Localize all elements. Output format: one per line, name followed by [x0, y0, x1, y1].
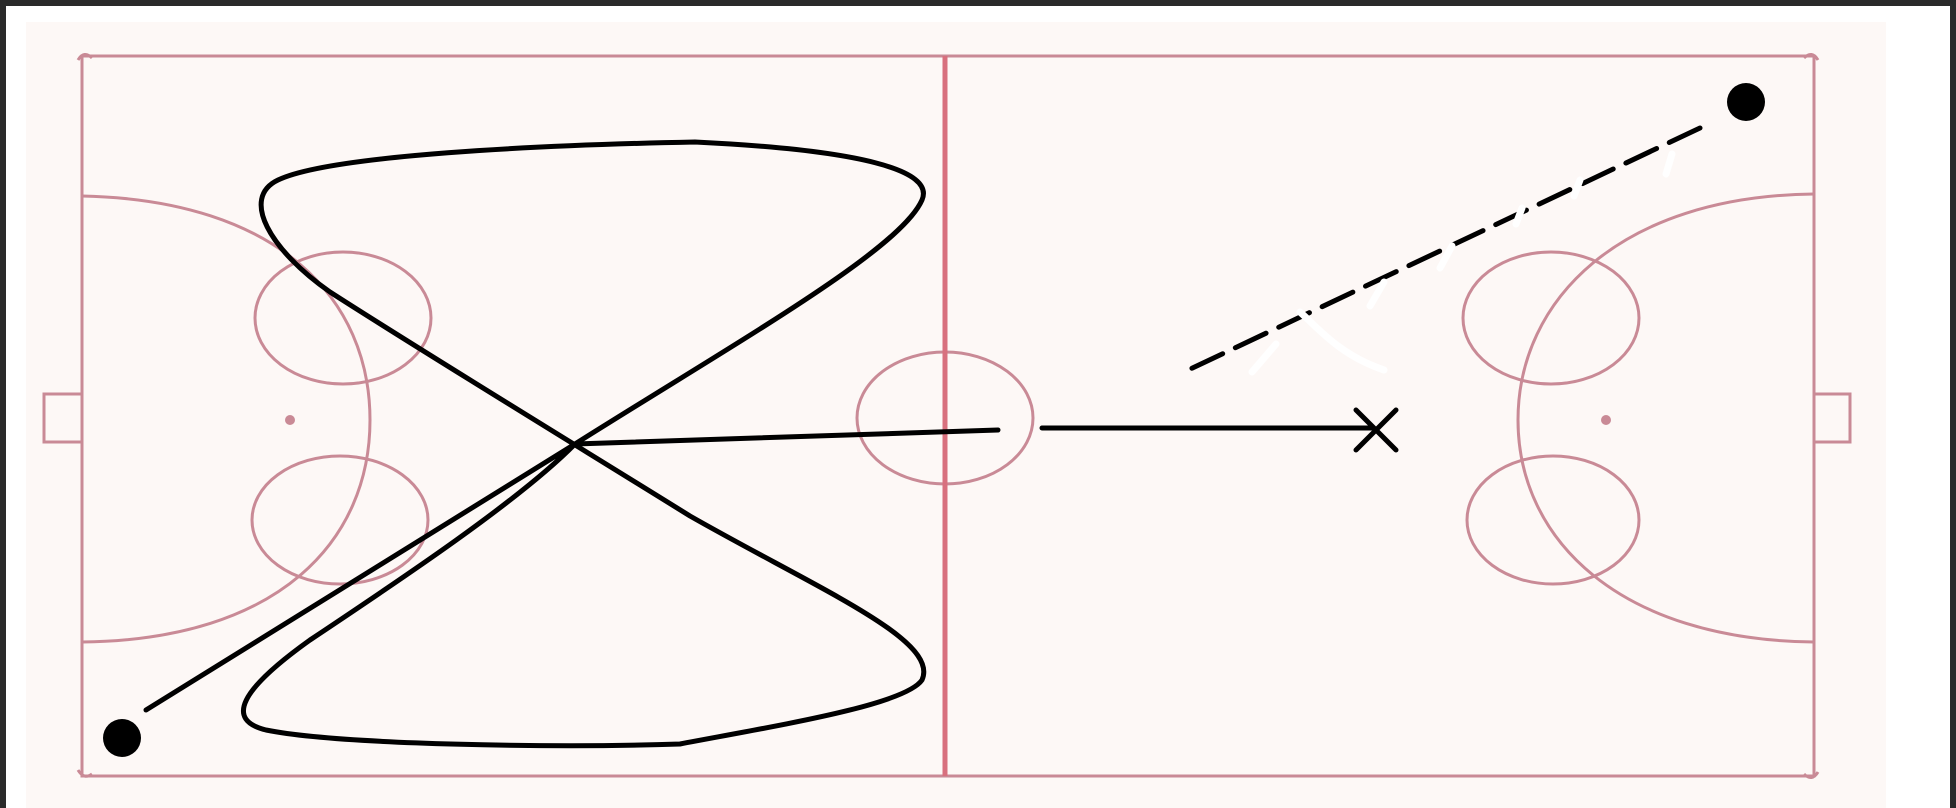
zone-arc-right	[1516, 192, 1815, 644]
faceoff-dot-right	[1601, 415, 1611, 425]
erased-stroke-7	[1662, 150, 1676, 178]
erased-stroke-3	[1366, 278, 1388, 310]
faceoff-circle-right-top	[1461, 250, 1641, 386]
shot-target-x-stroke-2	[1353, 407, 1399, 453]
erased-stroke-4	[1436, 242, 1456, 272]
erased-stroke-5	[1512, 204, 1526, 228]
start-player-dot	[103, 719, 141, 757]
erased-stroke-1	[1248, 340, 1280, 376]
rink-surface	[26, 22, 1886, 808]
end-player-dot	[1727, 83, 1765, 121]
faceoff-circle-left-bottom	[250, 454, 430, 586]
corner-mark-bottom-left	[76, 769, 93, 778]
skate-path	[143, 139, 927, 749]
corner-mark-top-right	[1802, 53, 1820, 61]
erased-stroke-2	[1296, 308, 1388, 374]
corner-mark-bottom-right	[1802, 771, 1820, 779]
goal-right	[1812, 392, 1852, 444]
skate-path-to-center	[572, 427, 1001, 447]
faceoff-circle-left-top	[253, 250, 433, 386]
faceoff-dot-left	[285, 415, 295, 425]
faceoff-circle-right-bottom	[1465, 454, 1641, 586]
rink-markings	[42, 53, 1852, 779]
goal-left	[42, 392, 84, 444]
erased-marks	[1248, 150, 1676, 376]
erased-stroke-6	[1570, 176, 1584, 200]
zone-arc-left	[81, 194, 372, 644]
drill-markings	[143, 125, 1703, 749]
pass-line	[1181, 125, 1703, 375]
corner-mark-top-left	[76, 53, 94, 61]
